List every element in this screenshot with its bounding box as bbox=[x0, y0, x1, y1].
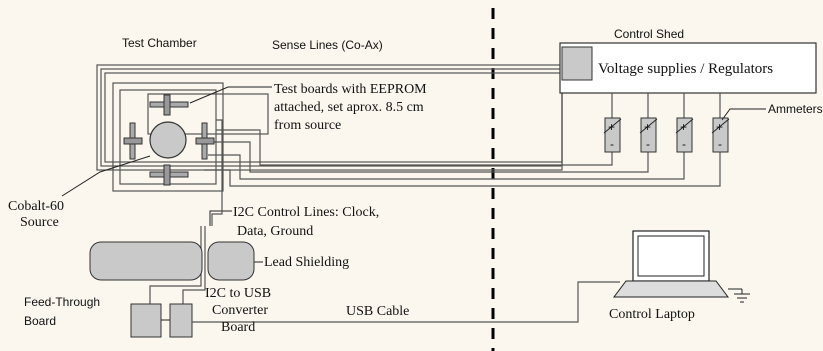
lead-shielding-block bbox=[89, 241, 203, 281]
label-test-boards-1: Test boards with EEPROM bbox=[274, 82, 427, 97]
ammeters bbox=[603, 117, 730, 153]
ammeter-icon bbox=[676, 117, 693, 153]
label-feed-through-1: Feed-Through bbox=[24, 295, 100, 309]
ammeter-icon bbox=[712, 117, 729, 153]
label-sense-lines: Sense Lines (Co-Ax) bbox=[272, 38, 383, 52]
ammeter-plus: + bbox=[608, 120, 615, 134]
label-control-shed: Control Shed bbox=[614, 27, 684, 41]
lead-shielding-block-small bbox=[207, 241, 255, 281]
ground-icon bbox=[728, 288, 750, 303]
sense-lines bbox=[96, 64, 721, 192]
ammeter-minus: - bbox=[610, 137, 614, 151]
ammeter-plus: + bbox=[716, 120, 723, 134]
label-control-laptop: Control Laptop bbox=[609, 307, 695, 322]
label-converter-3: Board bbox=[221, 320, 255, 335]
regulator-block bbox=[561, 46, 593, 81]
label-test-boards-2: attached, set aprox. 8.5 cm bbox=[274, 100, 424, 115]
label-i2c-1: I2C Control Lines: Clock, bbox=[233, 205, 379, 220]
test-boards bbox=[123, 94, 215, 186]
label-cobalt-2: Source bbox=[20, 215, 59, 230]
label-converter-2: Converter bbox=[212, 303, 268, 318]
label-lead-shielding: Lead Shielding bbox=[264, 255, 349, 270]
ammeter-minus: - bbox=[718, 137, 722, 151]
label-i2c-2: Data, Ground bbox=[237, 224, 313, 239]
cobalt-source bbox=[149, 121, 187, 159]
feed-through-board bbox=[130, 303, 162, 338]
ammeter-icon bbox=[640, 117, 657, 153]
label-converter-1: I2C to USB bbox=[205, 286, 271, 301]
usb-cable bbox=[192, 281, 620, 323]
control-shed-box bbox=[559, 42, 817, 94]
ammeter-plus: + bbox=[644, 120, 651, 134]
label-usb-cable: USB Cable bbox=[346, 304, 409, 319]
ammeter-icon bbox=[604, 117, 621, 153]
label-ammeters: Ammeters bbox=[768, 102, 823, 116]
label-voltage-supplies: Voltage supplies / Regulators bbox=[598, 61, 773, 77]
label-test-chamber: Test Chamber bbox=[122, 36, 197, 50]
ammeter-plus: + bbox=[680, 120, 687, 134]
converter-board bbox=[169, 303, 193, 338]
laptop-icon bbox=[613, 230, 729, 298]
ammeter-minus: - bbox=[682, 137, 686, 151]
ammeter-minus: - bbox=[646, 137, 650, 151]
label-test-boards-3: from source bbox=[274, 118, 341, 133]
label-cobalt-1: Cobalt-60 bbox=[8, 199, 64, 214]
label-feed-through-2: Board bbox=[24, 314, 56, 328]
